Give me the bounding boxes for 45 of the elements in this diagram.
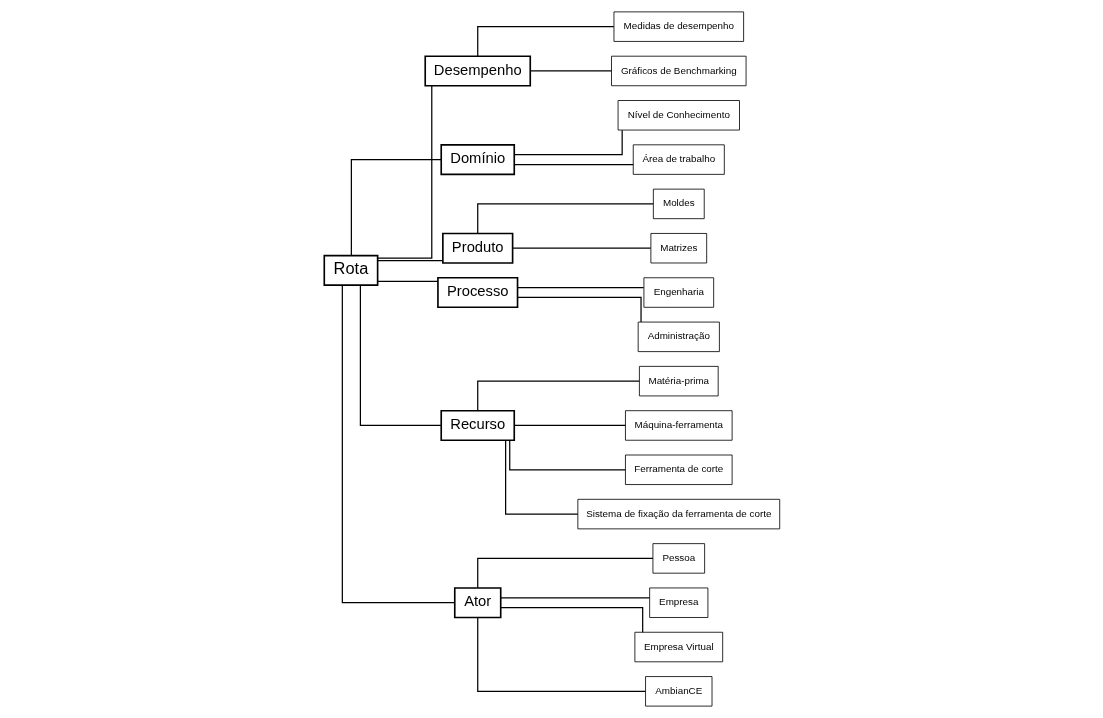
node-box: Gráficos de Benchmarking (610, 55, 746, 87)
connector (376, 85, 432, 259)
node-box: Ferramenta de corte (624, 454, 733, 485)
connector (511, 247, 651, 249)
connector (513, 129, 623, 156)
connector (476, 203, 654, 234)
node-box: Área de trabalho (632, 144, 725, 175)
connector (359, 284, 442, 427)
connector (350, 158, 442, 257)
node-box: Matéria-prima (638, 365, 719, 397)
node-box: Empresa Virtual (633, 631, 723, 663)
node-box: Domínio (439, 144, 515, 176)
connector (499, 607, 643, 633)
connector (376, 259, 443, 262)
node-box: Engenharia (643, 277, 714, 308)
connector (341, 284, 455, 604)
node-box: Empresa (648, 587, 708, 618)
node-box: Máquina-ferramenta (624, 410, 733, 441)
connector (508, 439, 626, 471)
connector (476, 557, 654, 589)
node-box: Desempenho (423, 55, 531, 87)
node-box: Produto (441, 232, 513, 264)
node-box: Administração (637, 321, 720, 353)
node-box: Medidas de desempenho (613, 11, 744, 42)
node-box: Rota (322, 254, 378, 286)
node-box: Sistema de fixação da ferramenta de corte (576, 498, 780, 530)
node-box: Moldes (652, 188, 705, 220)
connector (513, 163, 634, 166)
connector (476, 380, 640, 412)
connector (504, 439, 578, 515)
connector (513, 424, 626, 427)
connector (476, 26, 614, 57)
node-box: Matrizes (649, 233, 707, 264)
connector (516, 287, 644, 289)
node-box: Processo (436, 276, 518, 309)
node-box: Ator (453, 587, 502, 619)
connector (529, 70, 612, 72)
node-box: AmbianCE (644, 676, 712, 707)
connector (476, 617, 646, 692)
node-box: Nível de Conhecimento (617, 100, 740, 131)
connector (499, 597, 650, 599)
node-box: Recurso (439, 409, 515, 442)
connector (376, 280, 438, 283)
connector (516, 296, 642, 323)
node-box: Pessoa (652, 543, 705, 574)
